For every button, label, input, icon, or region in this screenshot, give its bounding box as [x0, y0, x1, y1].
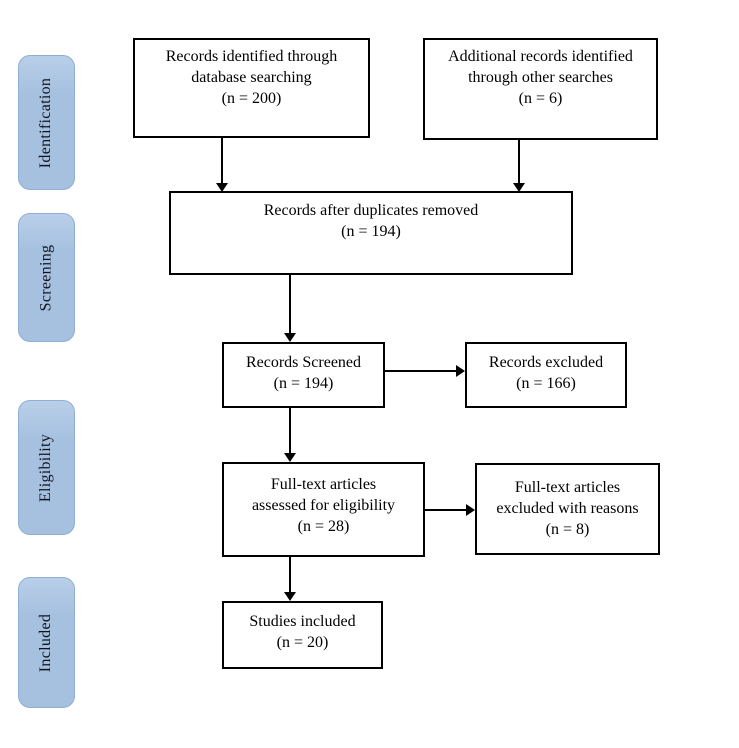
stage-included: Included [18, 577, 75, 708]
arrow-head-down-icon [513, 183, 525, 192]
arrow-records-identified-to-duplicates-removed [216, 138, 228, 192]
stage-screening: Screening [18, 213, 75, 342]
stage-identification-label: Identification [37, 77, 55, 168]
text-line: Records after duplicates removed [263, 202, 479, 219]
arrow-head-down-icon [284, 453, 296, 462]
text-line: (n = 6) [518, 90, 563, 107]
box-records-identified: Records identified through database sear… [133, 38, 370, 138]
stage-eligibility: Eligibility [18, 400, 75, 535]
text-line: (n = 8) [545, 521, 590, 538]
text-line: through other searches [468, 69, 613, 86]
text-line: (n = 20) [276, 634, 329, 651]
text-line: Records Screened [245, 354, 362, 371]
arrow-head-down-icon [284, 333, 296, 342]
arrow-additional-records-to-duplicates-removed [513, 140, 525, 192]
text-line: (n = 28) [297, 518, 350, 535]
box-records-excluded: Records excluded (n = 166) [465, 342, 627, 408]
text-line: (n = 166) [516, 375, 576, 392]
stage-eligibility-label: Eligibility [37, 433, 55, 502]
arrow-head-down-icon [284, 592, 296, 601]
arrow-records-screened-to-records-excluded [385, 365, 465, 377]
text-line: Studies included [249, 613, 356, 630]
text-line: Full-text articles [514, 479, 621, 496]
text-line: (n = 194) [273, 375, 334, 392]
text-line: Additional records identified [448, 48, 633, 65]
text-line: excluded with reasons [496, 500, 639, 517]
box-fulltext-excluded: Full-text articles excluded with reasons… [475, 463, 660, 555]
arrow-fulltext-assessed-to-studies-included [284, 557, 296, 601]
arrow-records-screened-to-fulltext-assessed [284, 408, 296, 462]
arrow-head-down-icon [216, 183, 228, 192]
stage-identification: Identification [18, 55, 75, 190]
box-additional-records: Additional records identified through ot… [423, 38, 658, 140]
box-fulltext-assessed: Full-text articles assessed for eligibil… [222, 462, 425, 557]
box-studies-included: Studies included (n = 20) [222, 601, 383, 669]
box-duplicates-removed: Records after duplicates removed (n = 19… [169, 191, 573, 275]
box-records-screened: Records Screened (n = 194) [222, 342, 385, 408]
stage-included-label: Included [37, 613, 55, 672]
text-line: (n = 200) [221, 90, 282, 107]
stage-screening-label: Screening [37, 244, 55, 311]
arrow-duplicates-removed-to-records-screened [284, 275, 296, 342]
text-line: Records identified through [165, 48, 338, 65]
text-line: Full-text articles [270, 476, 377, 493]
text-line: (n = 194) [341, 223, 401, 240]
text-line: database searching [191, 69, 312, 86]
arrow-head-right-icon [466, 504, 475, 516]
arrow-fulltext-assessed-to-fulltext-excluded [425, 504, 475, 516]
text-line: Records excluded [488, 354, 604, 371]
arrow-head-right-icon [456, 365, 465, 377]
text-line: assessed for eligibility [251, 497, 396, 514]
